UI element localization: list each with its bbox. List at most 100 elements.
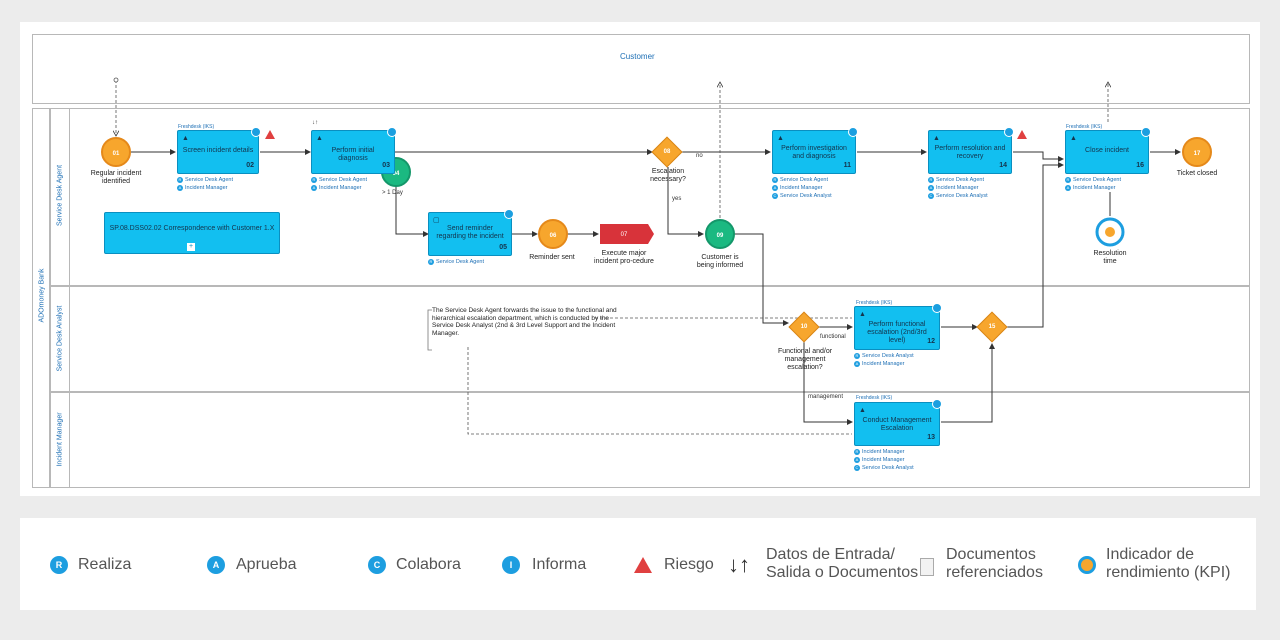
major-incident-num: 07 (620, 232, 628, 238)
legend-colabora: Colabora (396, 556, 461, 573)
legend-a-icon: A (207, 556, 225, 574)
info-icon (932, 303, 942, 313)
event-04-label: > 1 Day (382, 190, 403, 196)
legend-datos-line1: Datos de Entrada/ (766, 546, 895, 563)
info-icon (1004, 127, 1014, 137)
risk-icon (1017, 130, 1027, 139)
person-icon: ▲ (859, 311, 866, 318)
legend-docs-line1: Documentos (946, 546, 1036, 563)
task-name: Close incident (1085, 147, 1129, 154)
role: Incident Manager (185, 185, 228, 191)
task-16[interactable]: ▲ Close incident 16 (1065, 127, 1151, 174)
legend-docs: Documentos referenciados (946, 546, 1043, 582)
legend-docs-line2: referenciados (946, 564, 1043, 581)
task-name: Send reminder regarding the incident (436, 225, 504, 240)
task-16-prefix: Freshdesk (IKS) (1066, 124, 1103, 130)
event-number: 06 (549, 233, 557, 239)
major-incident-shape (600, 224, 654, 244)
flow-08-09 (667, 167, 704, 237)
legend-c-icon: C (368, 556, 386, 574)
legend: R Realiza A Aprueba C Colabora I Informa… (20, 518, 1256, 610)
gateway-08-yes: yes (672, 196, 682, 202)
task-name: Perform functional escalation (2nd/3rd l… (867, 321, 927, 344)
info-icon (932, 399, 942, 409)
role: Incident Manager (780, 185, 823, 191)
task-number: 02 (246, 162, 254, 169)
legend-datos-line2: Salida o Documentos (766, 564, 919, 581)
event-09: 09 (705, 219, 735, 249)
legend-aprueba: Aprueba (236, 556, 297, 573)
task-number: 14 (999, 162, 1007, 169)
task-number: 03 (382, 162, 390, 169)
flow-10-13 (803, 342, 853, 425)
flow-04-05 (395, 182, 429, 237)
info-icon (504, 209, 514, 219)
kpi-label: Resolution time (1093, 250, 1127, 265)
start-event-01: 01 (101, 137, 131, 167)
event-number: 01 (112, 151, 120, 157)
flow-15-16 (1007, 162, 1064, 328)
legend-kpi-icon (1078, 556, 1096, 574)
task-05[interactable]: ▢ Send reminder regarding the incident 0… (428, 209, 514, 256)
role: Incident Manager (1073, 185, 1116, 191)
event-number: 04 (392, 171, 400, 177)
legend-r-icon: R (50, 556, 68, 574)
task-number: 11 (843, 162, 851, 169)
info-icon (848, 127, 858, 137)
legend-kpi-line1: Indicador de (1106, 546, 1195, 563)
role: Service Desk Agent (936, 177, 984, 183)
legend-risk-icon (634, 557, 652, 573)
task-11[interactable]: ▲ Perform investigation and diagnosis 11 (772, 127, 858, 174)
task-12-prefix: Freshdesk (IKS) (856, 300, 893, 306)
task-name: Perform resolution and recovery (934, 145, 1006, 160)
legend-kpi: Indicador de rendimiento (KPI) (1106, 546, 1231, 582)
customer-pool-label: Customer (620, 52, 655, 61)
annotation-bracket (427, 309, 432, 351)
task-03[interactable]: ▲ Perform initial diagnosis 03 (311, 127, 397, 174)
role: Service Desk Analyst (862, 353, 914, 359)
person-icon: ▲ (316, 135, 323, 142)
gateway-number: 10 (800, 324, 808, 330)
legend-kpi-line2: rendimiento (KPI) (1106, 564, 1231, 581)
gateway-10-management: management (808, 394, 844, 400)
gateway-number: 08 (663, 149, 671, 155)
flow-14-16 (1013, 151, 1064, 162)
subprocess-expand-icon[interactable]: + (187, 243, 195, 251)
role: Service Desk Analyst (936, 193, 988, 199)
task-02[interactable]: ▲ Screen incident details 02 (177, 127, 261, 174)
subprocess-correspondence[interactable]: SP.08.DSS02.02 Correspondence with Custo… (104, 212, 280, 254)
task-name: Screen incident details (182, 147, 254, 154)
major-incident-label: Execute major incident pro-cedure (594, 250, 654, 265)
role: Incident Manager (936, 185, 979, 191)
event-06-label: Reminder sent (529, 254, 575, 261)
task-name: Perform investigation and diagnosis (781, 145, 847, 160)
event-09-label: Customer is being informed (696, 254, 744, 269)
task-14[interactable]: ▲ Perform resolution and recovery 14 (928, 127, 1014, 174)
annotation-text: The Service Desk Agent forwards the issu… (432, 307, 617, 337)
diagram-canvas: Customer ADOmoney Bank Service Desk Agen… (20, 22, 1260, 496)
subprocess-label: SP.08.DSS02.02 Correspondence with Custo… (109, 225, 275, 232)
legend-datos: Datos de Entrada/ Salida o Documentos (766, 546, 918, 582)
role: Service Desk Agent (185, 177, 233, 183)
manager-lane-header (50, 392, 70, 488)
legend-riesgo: Riesgo (664, 556, 714, 573)
info-icon (251, 127, 261, 137)
role: Service Desk Analyst (862, 465, 914, 471)
gateway-08-label: Escalation necessary? (650, 168, 686, 183)
event-number: 09 (716, 233, 724, 239)
task-13[interactable]: ▲ Conduct Management Escalation 13 (854, 399, 942, 446)
role: Incident Manager (862, 361, 905, 367)
annotation-link (467, 347, 852, 435)
end-event-17: 17 (1182, 137, 1212, 167)
person-icon: ▲ (182, 135, 189, 142)
task-12[interactable]: ▲ Perform functional escalation (2nd/3rd… (854, 303, 942, 350)
event-17-label: Ticket closed (1176, 170, 1218, 177)
io-icon: ↓↑ (312, 120, 318, 126)
gateway-10-label: Functional and/or management escalation? (777, 348, 833, 371)
task-13-prefix: Freshdesk (IKS) (856, 395, 893, 401)
